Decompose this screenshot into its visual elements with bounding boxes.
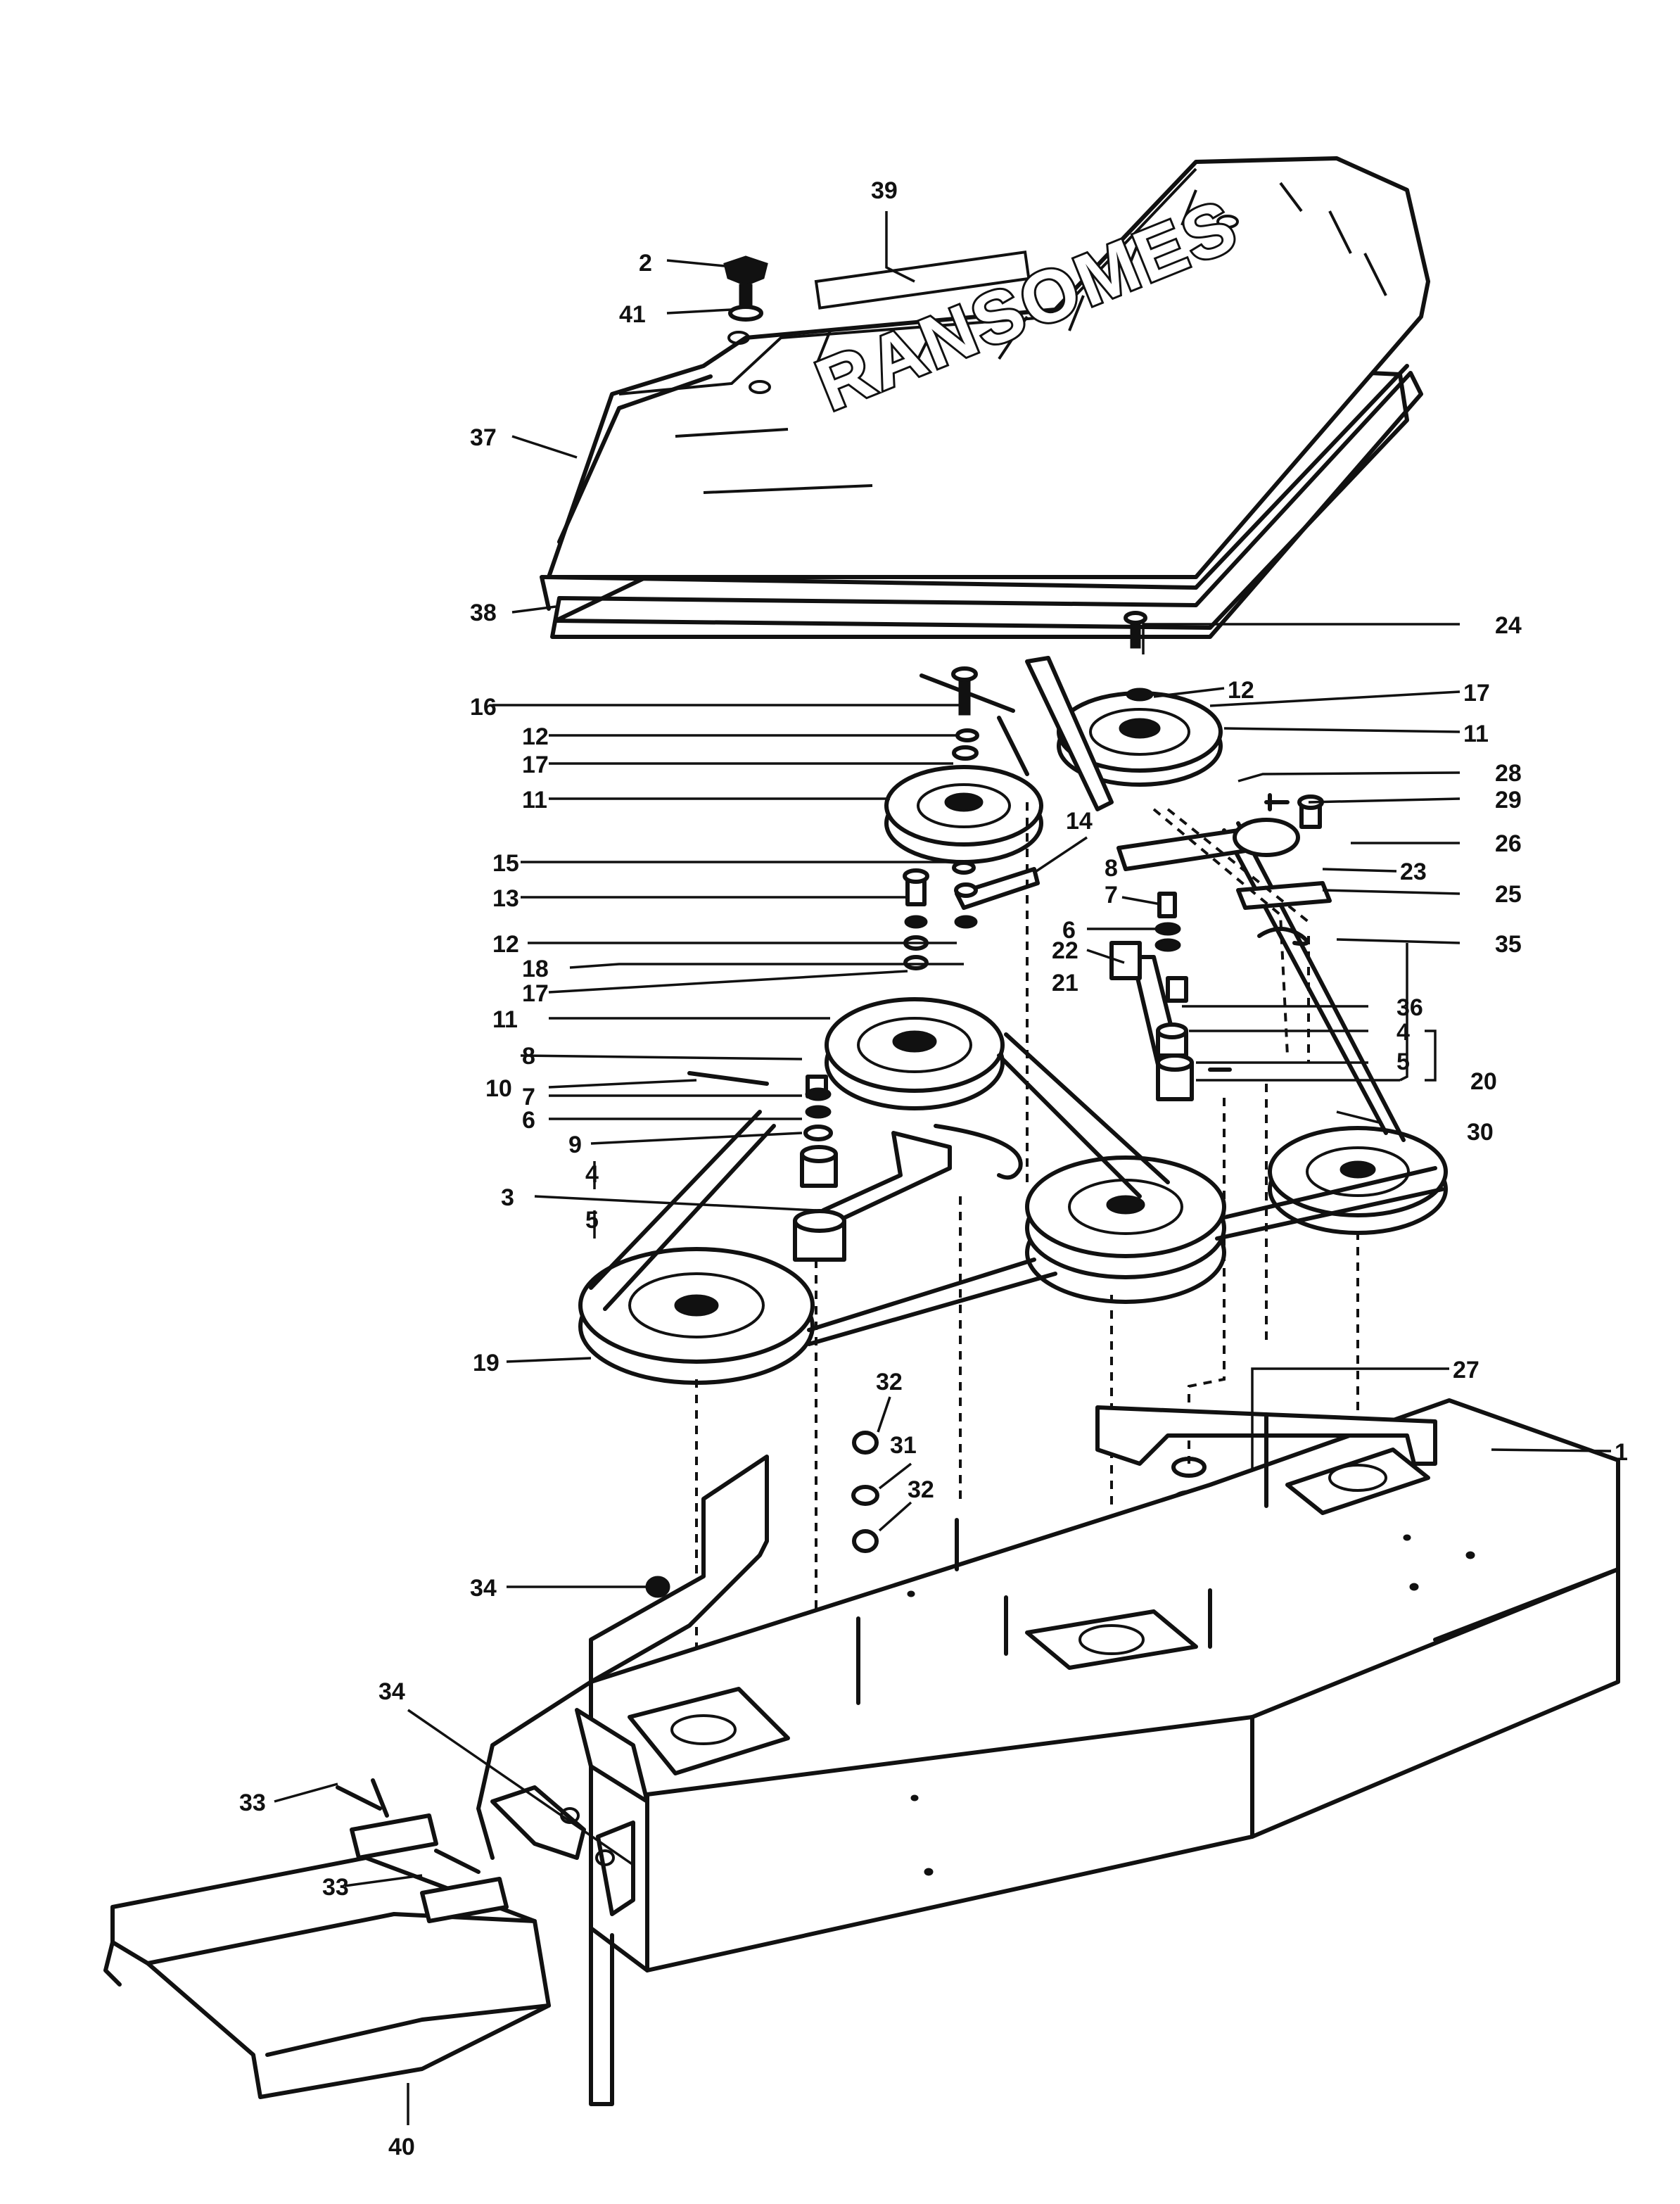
label-part-8-right: 8: [1105, 855, 1118, 882]
label-part-9: 9: [568, 1132, 582, 1158]
drive-belts: [589, 821, 1444, 1346]
label-part-5-left: 5: [585, 1207, 599, 1234]
label-part-16: 16: [470, 694, 497, 721]
cover-gasket: [550, 371, 1423, 639]
label-part-20: 20: [1470, 1068, 1497, 1095]
label-part-18: 18: [522, 956, 549, 982]
label-part-11-upper-right: 11: [1463, 721, 1489, 747]
belt-cover: RANSOMES: [540, 156, 1430, 630]
label-part-6-left: 6: [522, 1107, 535, 1134]
label-part-26: 26: [1495, 830, 1522, 857]
label-part-28: 28: [1495, 760, 1522, 787]
label-part-12-left-lower: 12: [492, 931, 519, 958]
label-part-6-right: 6: [1062, 917, 1076, 944]
idler-brackets: [821, 656, 1332, 1227]
label-part-22: 22: [1052, 937, 1078, 964]
label-part-17-left-lower: 17: [522, 980, 549, 1007]
label-part-32-lower: 32: [908, 1476, 934, 1503]
label-part-3: 3: [501, 1184, 514, 1211]
label-part-27: 27: [1453, 1357, 1479, 1383]
mower-deck: [476, 1398, 1620, 2106]
label-part-12-left-upper: 12: [522, 723, 549, 750]
label-part-14: 14: [1066, 808, 1093, 835]
label-part-25: 25: [1495, 881, 1522, 908]
label-part-40: 39: [871, 177, 898, 204]
label-part-34-right: 34: [470, 1575, 497, 1602]
label-part-36: 36: [1396, 994, 1423, 1021]
label-part-33-lower: 33: [322, 1874, 349, 1901]
label-part-33-upper: 33: [239, 1790, 266, 1816]
label-part-31: 31: [890, 1432, 917, 1459]
label-part-30: 30: [1467, 1119, 1494, 1146]
label-part-32-upper: 32: [876, 1369, 903, 1395]
label-part-2: 2: [639, 250, 652, 277]
label-part-39: 38: [470, 600, 497, 626]
label-part-23: 23: [1400, 859, 1427, 885]
label-part-41: 41: [619, 301, 646, 328]
label-part-29: 29: [1495, 787, 1522, 813]
label-part-11-left-upper: 11: [522, 787, 547, 813]
label-part-35: 35: [1495, 931, 1522, 958]
label-part-21: 21: [1052, 970, 1078, 996]
label-part-17-left-upper: 17: [522, 752, 549, 778]
leader-lines: [274, 211, 1612, 2125]
label-part-10: 10: [485, 1075, 512, 1102]
label-part-1: 1: [1615, 1439, 1628, 1466]
part-number-labels: 39 2 41 37 38 24 16 12 17 11 12 17 28 11…: [239, 177, 1628, 2160]
label-part-17-upper-right: 17: [1463, 680, 1490, 707]
group-brace: [1425, 1030, 1437, 1082]
discharge-chute: [103, 1778, 551, 2099]
label-part-38: 37: [470, 424, 497, 451]
label-part-15: 15: [492, 850, 519, 877]
label-part-7-right: 7: [1105, 882, 1118, 908]
label-part-7-left: 7: [522, 1084, 535, 1110]
label-part-13: 13: [492, 885, 519, 912]
label-part-24: 24: [1495, 612, 1522, 639]
alignment-lines: [695, 802, 1359, 1675]
label-part-37: 40: [388, 2134, 415, 2160]
label-part-8-left: 8: [522, 1043, 535, 1070]
label-part-4-left: 4: [585, 1161, 599, 1188]
label-part-4-right: 4: [1396, 1019, 1410, 1046]
label-part-11-left-lower: 11: [492, 1006, 518, 1033]
label-part-34-left: 34: [378, 1678, 405, 1705]
pulley-assembly: [578, 691, 1448, 1385]
cover-knob: [723, 255, 768, 322]
label-part-12-upper-right: 12: [1228, 677, 1254, 704]
label-part-5-right: 5: [1396, 1049, 1410, 1075]
label-part-19: 19: [473, 1350, 499, 1376]
